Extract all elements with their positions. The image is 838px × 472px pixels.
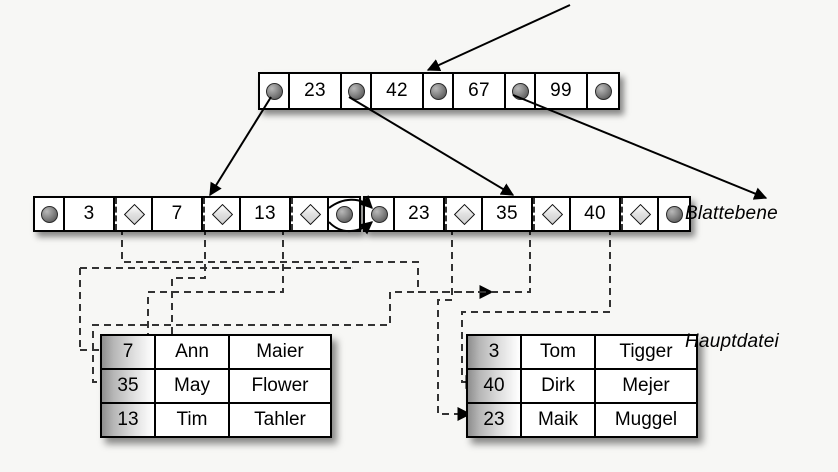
root-key-2: 67: [454, 74, 506, 108]
leaf-left-record-pointer-2[interactable]: [291, 198, 329, 230]
disc-pointer-icon: [429, 82, 447, 100]
disc-pointer-icon: [370, 205, 388, 223]
main-file-label: Hauptdatei: [685, 331, 779, 352]
leaf-right-key-2: 40: [571, 198, 621, 230]
dashed-link-leaf40-to-row40: [461, 228, 611, 389]
dashed-link-leaf35-seg: [92, 228, 531, 383]
leaf-left-key-0: 3: [65, 198, 115, 230]
leaf-left-key-2: 13: [241, 198, 291, 230]
leaf-right-key-1: 35: [483, 198, 533, 230]
row-last-name: Tahler: [254, 409, 306, 430]
leaf-left-record-pointer-0[interactable]: [115, 198, 153, 230]
row-last-name: Muggel: [614, 409, 678, 430]
dashed-link-leaf3-to-row3: [121, 228, 494, 299]
root-pointer-2[interactable]: [424, 74, 454, 108]
arrow-root-to-leaf-left: [209, 96, 272, 197]
leaf-right-record-pointer-1[interactable]: [533, 198, 571, 230]
root-key-3: 99: [536, 74, 588, 108]
arrow-root-to-leaf-right: [348, 96, 515, 196]
leaf-right-prev-pointer[interactable]: [365, 198, 395, 230]
row-last-name: Flower: [251, 375, 309, 396]
root-pointer-1[interactable]: [342, 74, 372, 108]
table-row[interactable]: 3 Tom Tigger: [468, 336, 696, 370]
leaf-right-key-0: 23: [395, 198, 445, 230]
dashed-link-leaf23-to-row23: [437, 228, 472, 421]
root-pointer-4[interactable]: [588, 74, 618, 108]
main-file-table-right[interactable]: 3 Tom Tigger 40 Dirk Mejer 23 Maik Mugge…: [466, 334, 698, 438]
arrow-leaf-left-to-right: [328, 195, 373, 209]
root-key-1: 42: [372, 74, 424, 108]
row-first-name: Tom: [522, 336, 596, 368]
leaf-left-next-pointer[interactable]: [329, 198, 359, 230]
leaf-right-record-pointer-0[interactable]: [445, 198, 483, 230]
arrow-into-root: [426, 4, 571, 72]
leaf-level-label: Blattebene: [685, 203, 778, 224]
table-row[interactable]: 23 Maik Muggel: [468, 404, 696, 436]
disc-pointer-icon: [665, 205, 683, 223]
row-key: 23: [468, 404, 522, 436]
row-first-name: May: [156, 370, 230, 402]
leaf-left-record-pointer-1[interactable]: [203, 198, 241, 230]
leaf-right-next-pointer[interactable]: [659, 198, 689, 230]
row-key: 3: [468, 336, 522, 368]
disc-pointer-icon: [40, 205, 58, 223]
root-index-node[interactable]: 23 42 67 99: [258, 72, 620, 110]
row-last-name: Mejer: [622, 375, 670, 396]
leaf-node-right[interactable]: 23 35 40: [363, 196, 691, 232]
leaf-node-left[interactable]: 3 7 13: [33, 196, 361, 232]
arrow-leaf-right-to-left: [328, 221, 373, 235]
row-last-name: Maier: [256, 341, 304, 362]
disc-pointer-icon: [594, 82, 612, 100]
leaf-left-prev-pointer[interactable]: [35, 198, 65, 230]
disc-pointer-icon: [265, 82, 283, 100]
row-last-name: Tigger: [619, 341, 673, 362]
arrow-root-to-leaf-level-label: [512, 94, 768, 200]
table-row[interactable]: 7 Ann Maier: [102, 336, 330, 370]
root-key-0: 23: [290, 74, 342, 108]
row-first-name: Ann: [156, 336, 230, 368]
row-first-name: Dirk: [522, 370, 596, 402]
leaf-right-record-pointer-2[interactable]: [621, 198, 659, 230]
disc-pointer-icon: [347, 82, 365, 100]
row-first-name: Tim: [156, 404, 230, 436]
row-first-name: Maik: [522, 404, 596, 436]
leaf-left-key-1: 7: [153, 198, 203, 230]
table-row[interactable]: 35 May Flower: [102, 370, 330, 404]
root-pointer-0[interactable]: [260, 74, 290, 108]
disc-pointer-icon: [335, 205, 353, 223]
